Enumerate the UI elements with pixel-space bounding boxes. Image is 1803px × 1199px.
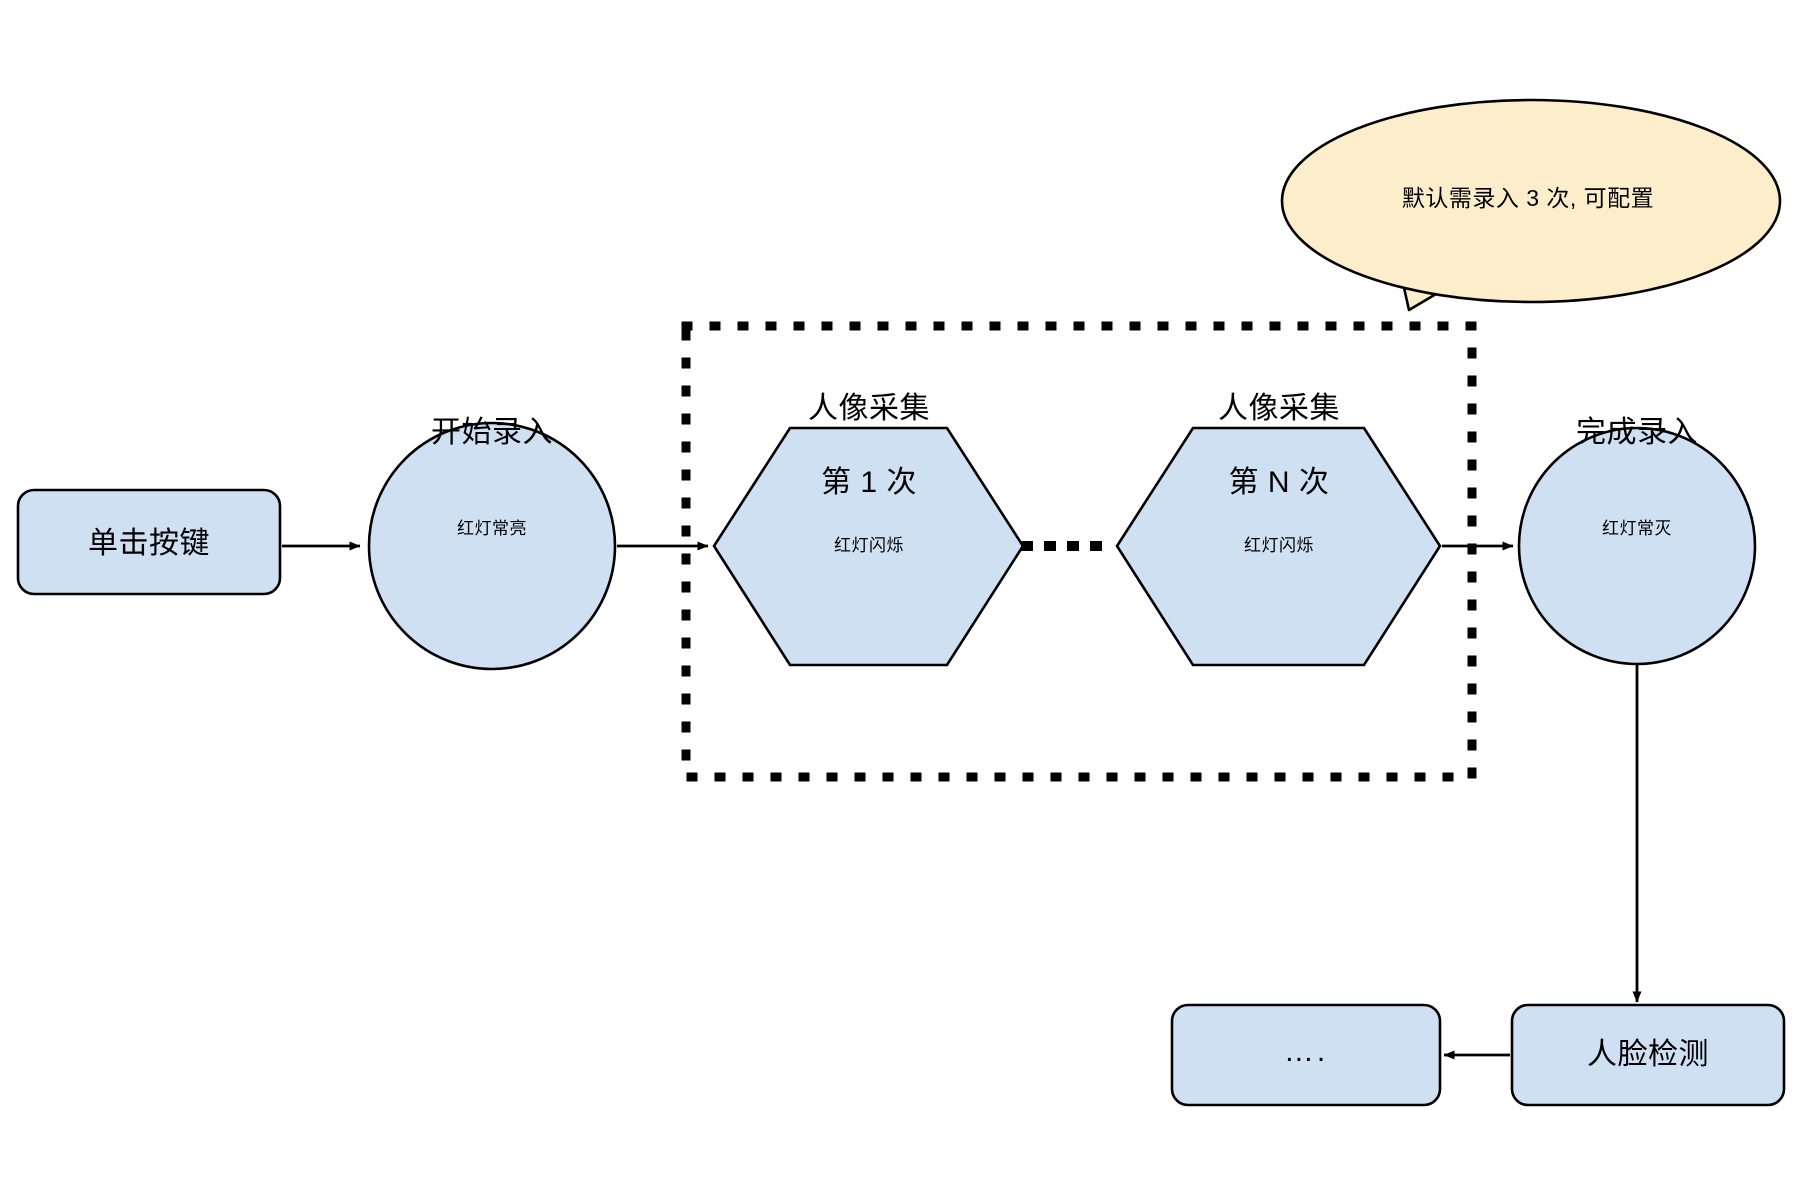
node-click-button-shape[interactable] <box>16 488 282 596</box>
note-balloon-shape <box>1280 98 1782 312</box>
node-face-detect-shape[interactable] <box>1510 1003 1786 1107</box>
node-capture-nth-shape[interactable] <box>1115 426 1442 667</box>
node-finish-enroll-shape[interactable] <box>1517 426 1757 666</box>
node-start-enroll-shape[interactable] <box>367 421 617 671</box>
repeat-region-dotted-border <box>681 321 1477 782</box>
node-capture-first-shape[interactable] <box>712 426 1025 667</box>
note-balloon-body <box>1280 98 1782 304</box>
node-more-steps-shape[interactable] <box>1170 1003 1442 1107</box>
